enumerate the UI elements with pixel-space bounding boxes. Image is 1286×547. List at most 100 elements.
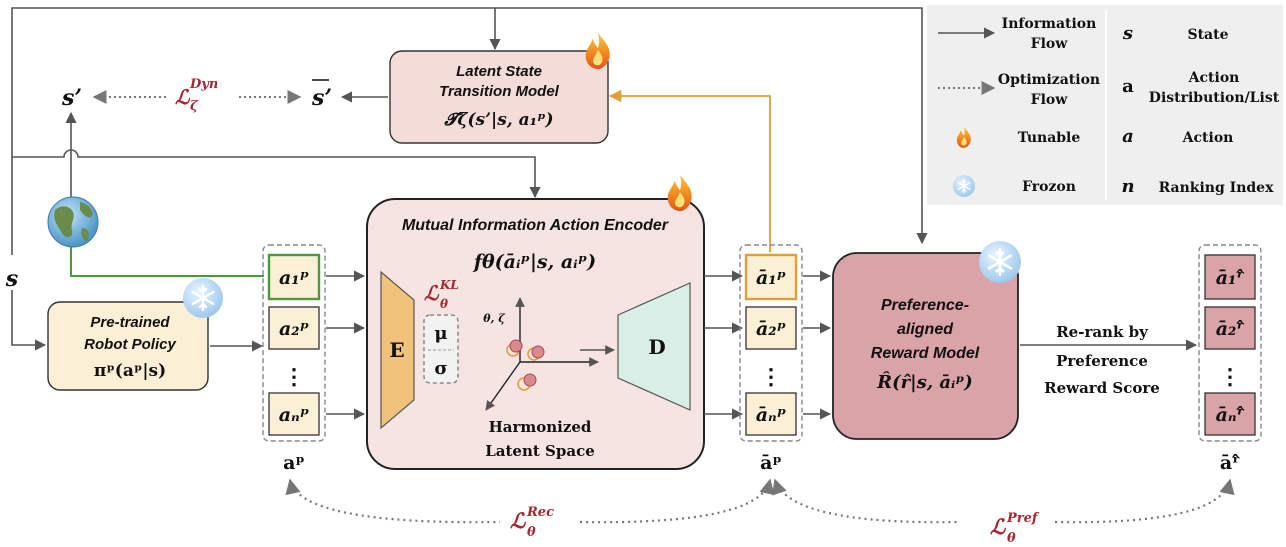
policy-formula: πᵖ(aᵖ|s) [94,361,166,381]
reranked-item-n [1204,392,1256,436]
action-item-1 [267,253,321,301]
reranked-list-label: āʳ̂ [1220,452,1240,474]
policy-title-l1: Pre-trained [90,314,170,331]
state-label: s [5,266,18,292]
reranked-item-1 [1204,254,1256,300]
latent-action-item-n-label: āₙᵖ [756,404,787,426]
transition-title-l2: Transition Model [439,83,560,100]
svg-text:Pref: Pref [1006,511,1040,526]
latent-action-item-2-label: ā₂ᵖ [756,318,786,340]
policy-frozen-snowflake-icon [181,276,225,320]
reward-frozen-snowflake-icon [977,239,1023,285]
latent-action-list-column: ā₁ᵖ ā₂ᵖ ⋮ āₙᵖ āᵖ [739,244,803,474]
encoder-e-label: E [389,338,404,362]
action-item-2 [268,306,320,350]
legend-optimization-l2: Flow [1031,92,1069,108]
policy-box: Pre-trained Robot Policy πᵖ(aᵖ|s) [47,301,209,391]
next-state-label: s’ [61,85,82,111]
action-item-n-label: aₙᵖ [279,404,310,426]
latent-space-l2: Latent Space [485,442,595,460]
legend-information-l2: Flow [1031,36,1069,52]
latent-action-item-n [745,392,797,436]
action-item-2-label: a₂ᵖ [279,318,309,340]
pref-loss: ℒ θ Pref [990,511,1040,546]
svg-text:θ: θ [527,525,536,540]
reranked-action-list-column: ā₁ʳ̂ ā₂ʳ̂ ⋮ āₙʳ̂ āʳ̂ [1198,244,1262,474]
svg-text:ℒ: ℒ [990,514,1006,539]
rerank-label-l2: Preference [1056,352,1148,370]
reranked-item-2 [1204,306,1256,350]
latent-action-item-2 [745,306,797,350]
dyn-loss: ℒ ζ Dyn [175,77,218,114]
mutual-information-encoder-box: Mutual Information Action Encoder fθ(āᵢᵖ… [366,198,705,470]
latent-action-ellipsis: ⋮ [760,364,782,390]
svg-text:KL: KL [439,278,459,292]
mu-label: μ [434,323,447,344]
reward-title-l3: Reward Model [871,345,980,362]
sigma-label: σ [434,358,447,379]
latent-axis-label: θ, ζ [483,312,505,325]
legend-sym-rank: n [1121,176,1134,197]
state-to-reward-line [11,7,928,255]
reward-title-l1: Preference- [881,297,969,314]
latent-actions-to-reward-arrows [803,270,832,420]
legend-frozen: Frozon [1022,179,1076,195]
latent-action-item-1-label: ā₁ᵖ [756,267,786,289]
encoder-to-latent-actions-arrows [704,270,744,420]
svg-text:θ: θ [1007,531,1016,546]
legend-tunable: Tunable [1018,130,1081,146]
legend: Information Flow Optimization Flow Tunab… [927,5,1283,205]
latent-points [506,339,545,391]
reranked-item-2-label: ā₂ʳ̂ [1216,318,1245,340]
latent-action-item-1 [744,253,798,301]
svg-text:ℒ: ℒ [510,508,526,533]
decoder-d-block [617,282,691,411]
environment-globe-icon [47,196,99,248]
dyn-loss-bg [168,80,238,114]
svg-text:Rec: Rec [526,505,554,520]
reward-formula: R̂(r̂|s, āᵢᵖ) [876,371,973,393]
svg-text:Dyn: Dyn [189,77,218,92]
latent-action-list-label: āᵖ [760,452,782,474]
svg-text:ℒ: ℒ [175,85,191,109]
rerank-label-l3: Reward Score [1044,379,1160,397]
legend-snowflake-icon [952,174,976,198]
actions-to-encoder-arrows [326,270,366,420]
action-ellipsis: ⋮ [283,364,305,390]
encoder-tunable-flame-icon [667,175,692,212]
reranked-item-1-label: ā₁ʳ̂ [1216,267,1245,289]
loss-arcs [285,478,1235,524]
legend-sym-action-dist: a [1122,76,1134,97]
env-selected-action-line [70,246,264,277]
policy-title-l2: Robot Policy [84,336,176,353]
transition-tunable-flame-icon [585,33,610,70]
action-list-label: aᵖ [283,452,305,474]
action-list-column: a₁ᵖ a₂ᵖ ⋮ aₙᵖ aᵖ [262,244,326,474]
decoder-d-label: D [648,335,665,359]
svg-text:ζ: ζ [190,99,199,114]
legend-action-dist-l2: Distribution/List [1149,90,1280,106]
transition-formula: 𝓣ζ(s’|s, a₁ᵖ) [443,110,553,130]
state-to-encoder-line [12,149,541,199]
latent-space-l1: Harmonized [489,418,592,436]
reranked-ellipsis: ⋮ [1219,364,1241,390]
state-to-policy-line [11,290,47,351]
state-flow-lines [11,7,928,351]
legend-ranking-index: Ranking Index [1159,180,1274,196]
legend-sym-state: s [1122,23,1133,44]
legend-information-l1: Information [1002,16,1097,32]
encoder-e-block [380,270,415,430]
action-item-1-label: a₁ᵖ [279,267,309,289]
transition-title-l1: Latent State [456,63,542,80]
predicted-next-state-label: s’ [311,85,332,111]
encoder-title: Mutual Information Action Encoder [402,217,669,234]
selected-latent-to-transition-line [608,89,771,252]
action-item-n [268,392,320,436]
svg-text:θ: θ [440,297,448,311]
rec-loss: ℒ θ Rec [510,505,554,540]
kl-loss: ℒ θ KL [424,278,459,311]
latent-axes [485,297,599,411]
rerank-label-l1: Re-rank by [1056,323,1149,341]
